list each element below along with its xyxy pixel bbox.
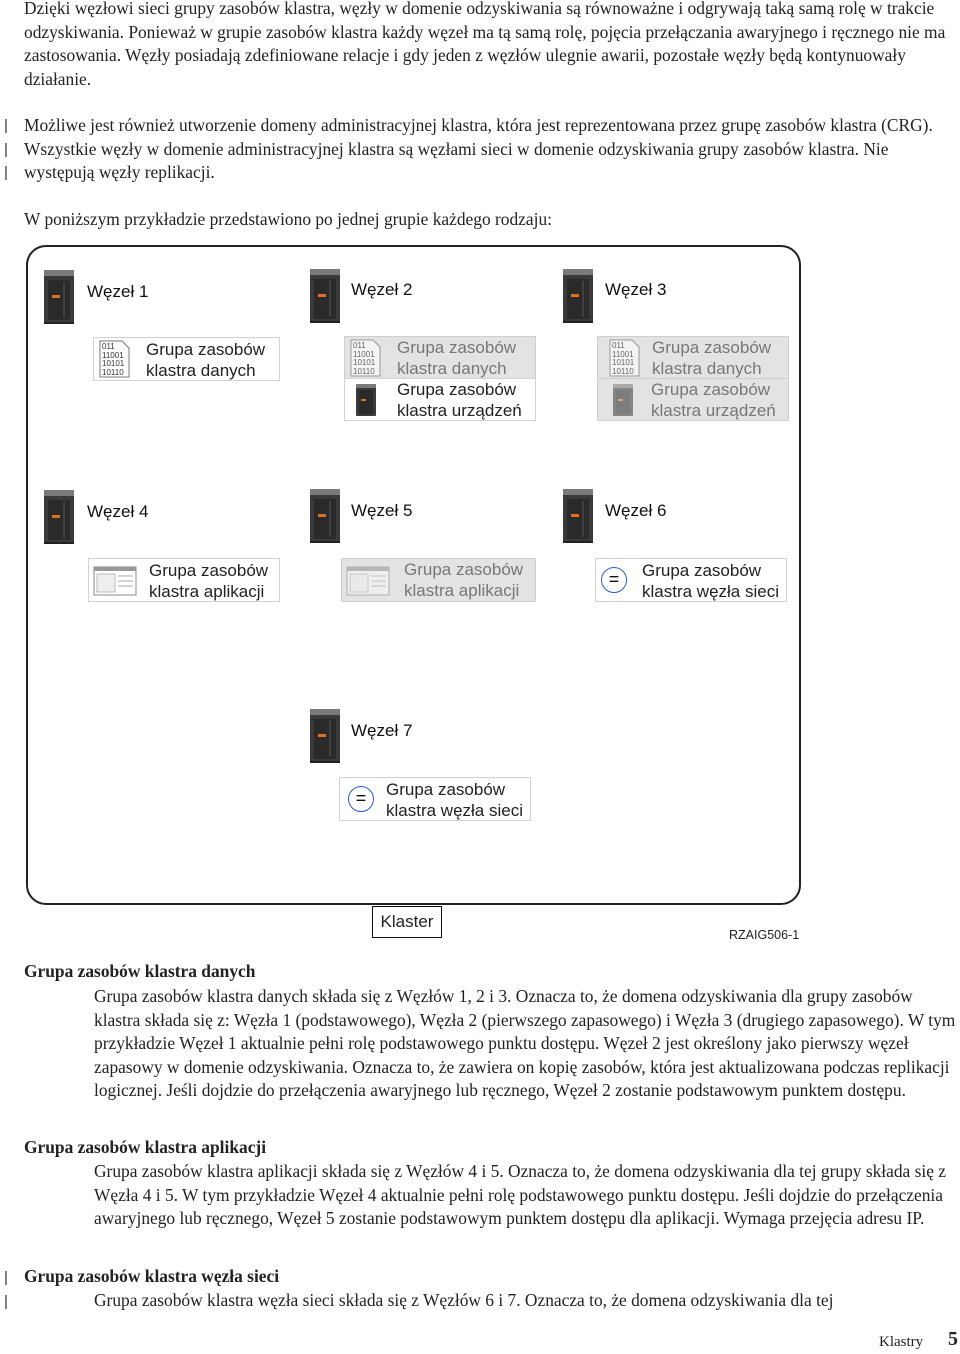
server-icon — [308, 487, 342, 545]
footer-section-title: Klastry — [879, 1334, 924, 1350]
device-server-icon — [612, 383, 634, 417]
intro-paragraph-1: Dzięki węzłowi sieci grupy zasobów klast… — [24, 0, 946, 89]
change-bar: | — [4, 164, 8, 181]
server-icon — [308, 707, 342, 765]
node-6-label: Węzeł 6 — [605, 501, 667, 520]
application-window-icon — [93, 566, 137, 596]
definition-body-peer-crg: Grupa zasobów klastra węzła sieci składa… — [94, 1290, 834, 1310]
definition-term-app-crg: Grupa zasobów klastra aplikacji — [24, 1137, 267, 1157]
page-number: 5 — [948, 1328, 958, 1350]
application-window-icon — [346, 566, 390, 596]
server-icon — [42, 488, 76, 546]
intro-paragraph-3: W poniższym przykładzie przedstawiono po… — [24, 209, 552, 229]
change-bar: | — [4, 1293, 8, 1310]
peer-equals-icon: = — [601, 567, 627, 593]
peer-equals-icon: = — [348, 786, 374, 812]
device-server-icon — [355, 383, 377, 417]
server-icon — [561, 267, 595, 325]
change-bar: | — [4, 1269, 8, 1286]
definition-term-data-crg: Grupa zasobów klastra danych — [24, 961, 256, 981]
server-icon — [561, 487, 595, 545]
node-4-label: Węzeł 4 — [87, 502, 149, 521]
node-1-label: Węzeł 1 — [87, 282, 149, 301]
node-7-label: Węzeł 7 — [351, 721, 413, 740]
change-bar: | — [4, 141, 8, 158]
cluster-boundary — [26, 245, 801, 905]
definition-body-data-crg: Grupa zasobów klastra danych składa się … — [94, 986, 956, 1100]
server-icon — [42, 268, 76, 326]
definition-term-peer-crg: Grupa zasobów klastra węzła sieci — [24, 1266, 280, 1286]
cluster-label: Klaster — [372, 906, 442, 938]
crg-device-node-3: Grupa zasobów klastra urządzeń — [597, 378, 789, 421]
change-bar: | — [4, 117, 8, 134]
node-3-label: Węzeł 3 — [605, 280, 667, 299]
server-icon — [308, 267, 342, 325]
figure-id: RZAIG506-1 — [729, 928, 800, 942]
crg-peer-node-6: = Grupa zasobów klastra węzła sieci — [595, 558, 787, 602]
definition-body-app-crg: Grupa zasobów klastra aplikacji składa s… — [94, 1161, 946, 1228]
intro-paragraph-2: Możliwe jest również utworzenie domeny a… — [24, 115, 933, 182]
node-5-label: Węzeł 5 — [351, 501, 413, 520]
crg-device-node-2: Grupa zasobów klastra urządzeń — [344, 378, 536, 421]
crg-peer-node-7: = Grupa zasobów klastra węzła sieci — [339, 777, 531, 821]
crg-app-node-4: Grupa zasobów klastra aplikacji — [88, 558, 280, 602]
node-2-label: Węzeł 2 — [351, 280, 413, 299]
crg-app-node-5: Grupa zasobów klastra aplikacji — [341, 558, 536, 602]
